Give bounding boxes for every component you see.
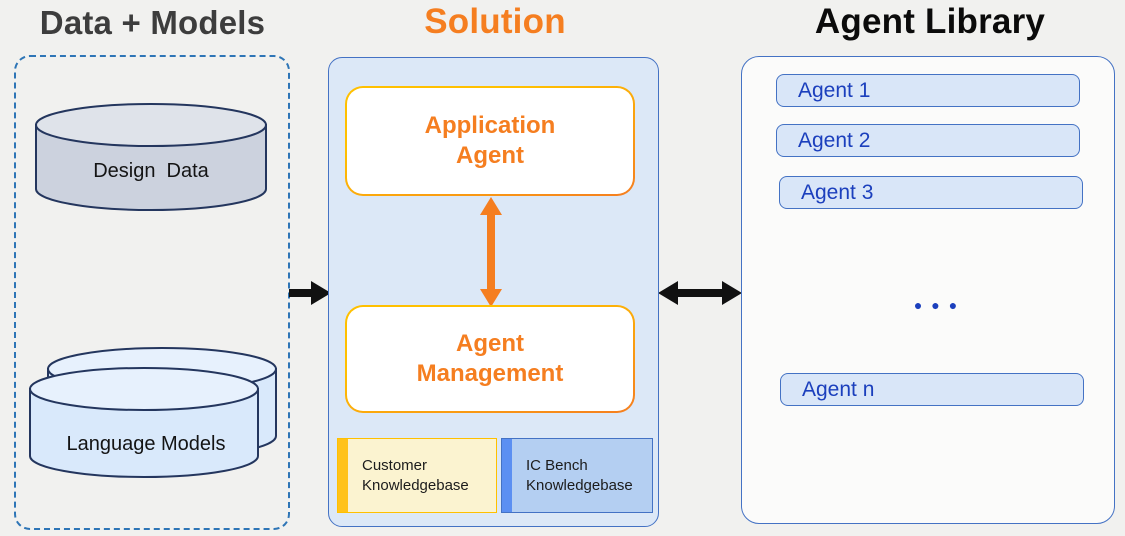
icbench-knowledgebase-box: IC Bench Knowledgebase <box>501 438 653 513</box>
agent-3-label: Agent 3 <box>801 180 874 204</box>
agent-management-label: Agent Management <box>416 330 564 387</box>
agent-3-item: Agent 3 <box>779 176 1083 209</box>
vertical-double-arrow-icon <box>480 197 502 307</box>
customer-knowledgebase-box: Customer Knowledgebase <box>337 438 497 513</box>
agent-n-label: Agent n <box>802 377 875 401</box>
agent-2-label: Agent 2 <box>798 128 871 152</box>
language-models-cylinder-icon <box>29 347 277 478</box>
agent-management-box: Agent Management <box>345 305 635 413</box>
double-arrow-icon <box>658 281 742 305</box>
data-models-title: Data + Models <box>39 4 266 41</box>
application-agent-box: Application Agent <box>345 86 635 196</box>
design-data-cylinder-icon <box>35 103 267 211</box>
customer-knowledgebase-label: Customer Knowledgebase <box>362 457 469 494</box>
customer-knowledgebase-accent-bar <box>338 439 348 512</box>
agent-n-item: Agent n <box>780 373 1084 406</box>
language-models-label: Language Models <box>66 433 226 455</box>
solution-title: Solution <box>424 2 566 41</box>
more-agents-ellipsis: ●●● <box>913 297 967 313</box>
agent-1-label: Agent 1 <box>798 78 871 102</box>
right-arrow-icon <box>289 281 331 305</box>
design-data-label: Design Data <box>93 160 209 182</box>
agent-1-item: Agent 1 <box>776 74 1080 107</box>
icbench-knowledgebase-label: IC Bench Knowledgebase <box>526 457 633 494</box>
application-agent-label: Application Agent <box>424 112 556 169</box>
icbench-knowledgebase-accent-bar <box>502 439 512 512</box>
agent-2-item: Agent 2 <box>776 124 1080 157</box>
agent-library-title: Agent Library <box>814 2 1046 41</box>
